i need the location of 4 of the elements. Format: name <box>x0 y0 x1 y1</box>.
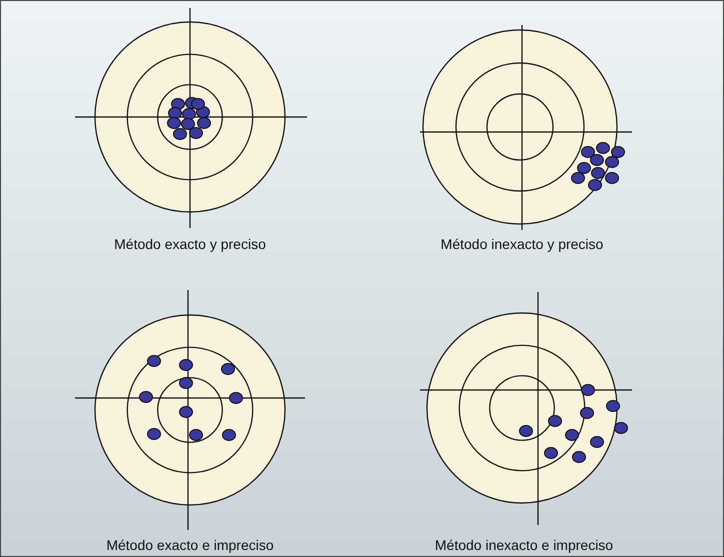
caption: Método exacto y preciso <box>114 236 266 252</box>
caption: Método inexacto e impreciso <box>434 537 614 553</box>
caption: Método inexacto y preciso <box>440 236 604 252</box>
caption: Método exacto e impreciso <box>106 537 274 553</box>
